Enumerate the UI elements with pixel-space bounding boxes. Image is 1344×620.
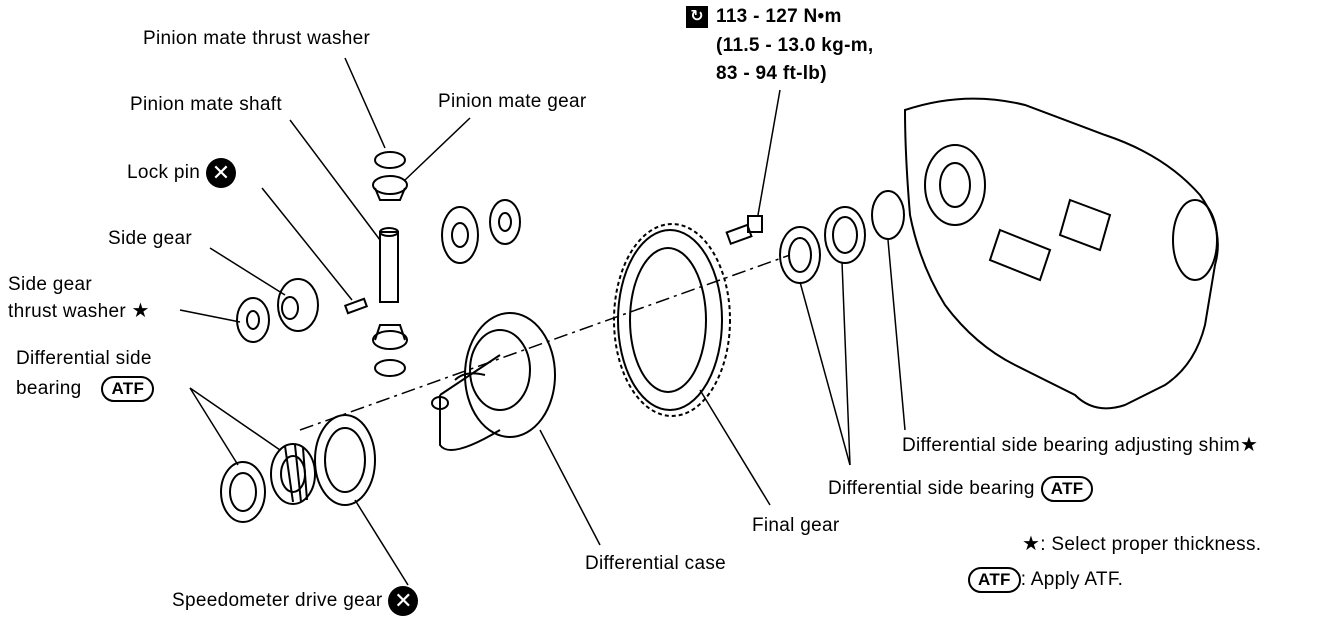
- leader-side-washer: [179, 309, 241, 323]
- label-adjusting-shim: Differential side bearing adjusting shim…: [902, 434, 1258, 457]
- pinion-mate-thrust-washer-top: [374, 151, 406, 169]
- leader-lock-pin: [261, 187, 353, 301]
- bolt-shape: [725, 215, 763, 246]
- bearing-right: [779, 226, 821, 284]
- replace-icon: ✕: [206, 158, 237, 188]
- lock-pin-shape: [343, 297, 369, 315]
- label-pinion-mate-thrust-washer: Pinion mate thrust washer: [143, 28, 371, 49]
- side-gear-right: [441, 206, 479, 264]
- leader-pinion-gear: [404, 117, 471, 181]
- leader-diff-bearing-r1: [799, 281, 851, 466]
- bearing-text: bearing: [16, 378, 82, 400]
- leader-thrust-washer: [344, 57, 386, 149]
- label-final-gear: Final gear: [752, 515, 840, 536]
- pinion-mate-gear-bottom: [372, 324, 408, 350]
- speedometer-drive-gear: [314, 414, 376, 506]
- legend-atf-text: : Apply ATF.: [1020, 569, 1124, 591]
- adjusting-shim-text: Differential side bearing adjusting shim: [902, 435, 1240, 456]
- leader-diff-bearing-r2: [841, 261, 851, 466]
- label-pinion-mate-shaft: Pinion mate shaft: [130, 94, 282, 115]
- diff-bearing-right-text: Differential side bearing: [828, 478, 1035, 500]
- pinion-mate-shaft-shape: [379, 227, 399, 303]
- pinion-mate-gear-top: [372, 175, 408, 201]
- leader-torque: [757, 89, 781, 216]
- torque-value: 113 - 127 N•m: [716, 6, 842, 28]
- star-icon: ★: [131, 300, 150, 322]
- adjusting-shim-shape: [871, 190, 905, 240]
- star-icon: ★: [1240, 434, 1259, 456]
- side-gear-thrust-washer-left: [236, 297, 270, 343]
- pinion-mate-thrust-washer-bottom: [374, 359, 406, 377]
- lock-pin-text: Lock pin: [127, 162, 201, 184]
- legend-star: ★: Select proper thickness.: [1022, 533, 1261, 556]
- leader-shim: [887, 239, 906, 431]
- leader-bearing-1: [189, 387, 239, 466]
- atf-badge: ATF: [101, 376, 155, 402]
- replace-icon: ✕: [388, 586, 419, 616]
- differential-case-shape: [431, 312, 556, 451]
- label-pinion-mate-gear: Pinion mate gear: [438, 91, 587, 112]
- transaxle-housing: [903, 97, 1219, 410]
- center-axis-line: [299, 254, 791, 431]
- leader-bearing-2: [189, 387, 281, 451]
- leader-diff-case: [539, 429, 601, 546]
- label-diff-side-bearing-left-1: Differential side: [16, 348, 152, 369]
- legend-star-text: : Select proper thickness.: [1040, 534, 1262, 555]
- label-speedometer-drive-gear: Speedometer drive gear✕: [172, 586, 419, 616]
- torque-spec-line2: (11.5 - 13.0 kg-m,: [716, 35, 874, 56]
- legend-atf: ATF: Apply ATF.: [968, 567, 1123, 593]
- atf-badge: ATF: [1040, 476, 1094, 502]
- side-gear-left: [277, 278, 319, 332]
- label-lock-pin: Lock pin✕: [127, 158, 237, 188]
- final-gear-shape: [613, 223, 731, 417]
- torque-wrench-icon: ↻: [686, 6, 708, 28]
- torque-spec-line3: 83 - 94 ft-lb): [716, 63, 827, 84]
- bearing-race-right: [824, 206, 866, 264]
- speedometer-text: Speedometer drive gear: [172, 590, 383, 612]
- bearing-race-left: [220, 461, 266, 523]
- label-differential-case: Differential case: [585, 553, 726, 574]
- leader-final-gear: [699, 389, 771, 506]
- label-side-gear-thrust-washer-1: Side gear: [8, 274, 93, 295]
- leader-speedo: [354, 499, 409, 586]
- torque-spec-line1: ↻ 113 - 127 N•m: [686, 6, 842, 28]
- star-icon: ★: [1022, 533, 1041, 555]
- side-gear-washer-right: [489, 199, 521, 245]
- leader-pinion-shaft: [289, 119, 381, 241]
- label-side-gear-thrust-washer-2: thrust washer ★: [8, 300, 150, 323]
- bearing-left: [270, 443, 316, 505]
- leader-side-gear: [209, 247, 286, 296]
- atf-badge: ATF: [968, 567, 1021, 593]
- label-side-gear: Side gear: [108, 228, 193, 249]
- thrust-washer-text: thrust washer: [8, 301, 126, 322]
- label-diff-side-bearing-left-2: bearing ATF: [16, 376, 155, 402]
